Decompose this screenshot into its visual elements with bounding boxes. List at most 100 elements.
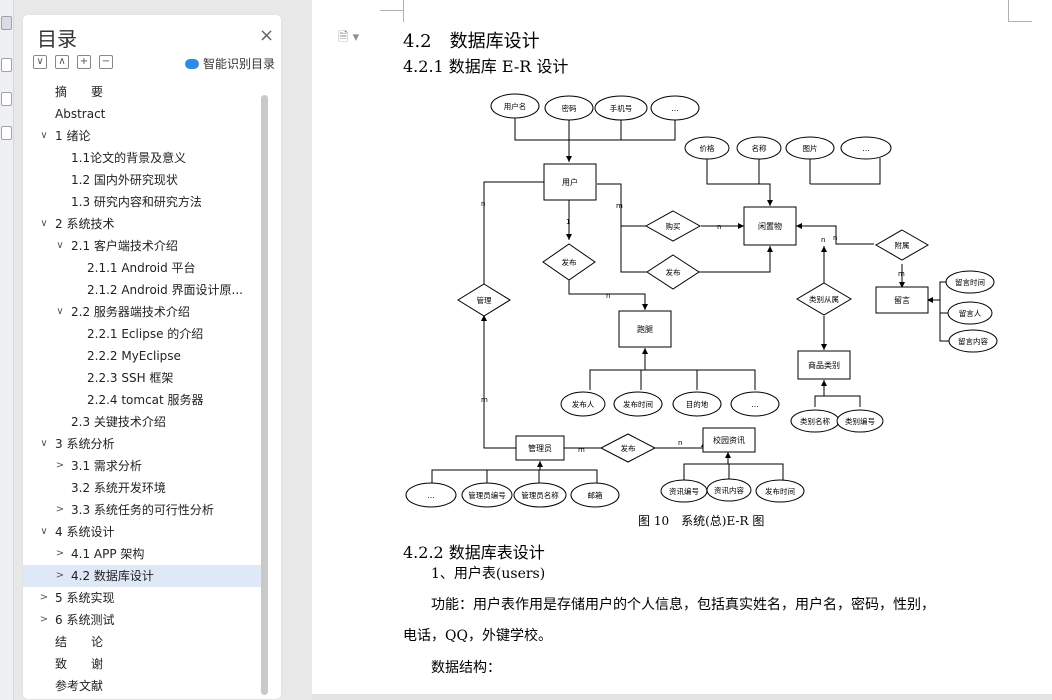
- toc-item[interactable]: 结 论: [23, 631, 263, 653]
- er-entity-item: [743, 206, 797, 246]
- paragraph-function-cont: 电话，QQ，外键学校。: [403, 628, 552, 644]
- toc-item[interactable]: ∨2.2 服务器端技术介绍: [23, 301, 263, 323]
- er-attr-message-content: [948, 329, 998, 353]
- chevron-down-icon[interactable]: ∨: [40, 130, 48, 141]
- crop-mark-right-h: [1008, 21, 1032, 22]
- chevron-right-icon[interactable]: >: [39, 592, 49, 603]
- toc-panel-icon[interactable]: [1, 16, 12, 30]
- er-attr-item-picture-label: 图片: [803, 143, 818, 153]
- er-connector: [706, 158, 771, 206]
- smart-toc-button[interactable]: 智能识别目录: [185, 55, 275, 72]
- toc-item-label: 4.1 APP 架构: [71, 547, 145, 561]
- toc-item-label: 2.1 客户端技术介绍: [71, 239, 178, 253]
- er-connector: [597, 183, 647, 227]
- figure-caption: 图 10 系统(总)E-R 图: [638, 514, 765, 528]
- er-rel-publish-errand-label: 发布: [562, 257, 577, 267]
- collapse-all-button[interactable]: ∧: [55, 55, 69, 69]
- toc-item[interactable]: 2.1.1 Android 平台: [23, 257, 263, 279]
- page-outline-icon[interactable]: 🗎 ▾: [338, 30, 360, 45]
- cardinality-label: m: [616, 202, 623, 210]
- toc-item-label: 2.2.3 SSH 框架: [87, 371, 174, 385]
- toc-item[interactable]: 1.3 研究内容和研究方法: [23, 191, 263, 213]
- er-connector: [569, 118, 622, 141]
- toc-item[interactable]: Abstract: [23, 103, 263, 125]
- toc-item-label: 1.1论文的背景及意义: [71, 151, 187, 165]
- toc-item[interactable]: ∨4 系统设计: [23, 521, 263, 543]
- toc-item[interactable]: >5 系统实现: [23, 587, 263, 609]
- bookmark-icon[interactable]: [1, 58, 12, 72]
- er-attr-item-name-label: 名称: [752, 143, 767, 153]
- cardinality-label: n: [481, 200, 485, 208]
- er-entity-admin-label: 管理员: [528, 443, 552, 453]
- er-rel-attach: [874, 229, 930, 261]
- toc-item[interactable]: >4.1 APP 架构: [23, 543, 263, 565]
- toc-item[interactable]: 1.2 国内外研究现状: [23, 169, 263, 191]
- toc-item[interactable]: ∨2 系统技术: [23, 213, 263, 235]
- add-heading-button[interactable]: +: [77, 55, 91, 69]
- toc-item-label: 4.2 数据库设计: [71, 569, 154, 583]
- toc-item[interactable]: 2.2.2 MyEclipse: [23, 345, 263, 367]
- chevron-down-icon[interactable]: ∨: [40, 526, 48, 537]
- toc-item[interactable]: 致 谢: [23, 653, 263, 675]
- toc-item[interactable]: 摘 要: [23, 81, 263, 103]
- toc-item-label: 3 系统分析: [55, 437, 115, 451]
- toc-item[interactable]: 2.2.4 tomcat 服务器: [23, 389, 263, 411]
- chevron-down-icon[interactable]: ∨: [40, 438, 48, 449]
- toc-item[interactable]: ∨ 1 绪论: [23, 125, 263, 147]
- er-rel-publish-item-label: 发布: [666, 267, 681, 277]
- er-attr-errand-destination-label: 目的地: [686, 399, 709, 409]
- er-attr-news-content-label: 资讯内容: [714, 485, 744, 495]
- toc-item[interactable]: 3.2 系统开发环境: [23, 477, 263, 499]
- toc-item[interactable]: ∨ 3 系统分析: [23, 433, 263, 455]
- er-attr-item-price-label: 价格: [700, 143, 715, 153]
- er-attr-admin-more-label: …: [427, 491, 435, 500]
- toc-item-label: 1 绪论: [55, 129, 91, 143]
- er-attr-admin-name: [513, 482, 567, 508]
- chevron-right-icon[interactable]: >: [39, 614, 49, 625]
- toc-item[interactable]: 1.1论文的背景及意义: [23, 147, 263, 169]
- chevron-right-icon[interactable]: >: [55, 548, 65, 559]
- toc-item[interactable]: >3.3 系统任务的可行性分析: [23, 499, 263, 521]
- chevron-right-icon[interactable]: >: [55, 460, 65, 471]
- toc-item[interactable]: ∨ 2.1 客户端技术介绍: [23, 235, 263, 257]
- toc-item[interactable]: 2.2.3 SSH 框架: [23, 367, 263, 389]
- toc-item[interactable]: 2.3 关键技术介绍: [23, 411, 263, 433]
- er-rel-category-belong-label: 类别从属: [809, 294, 839, 304]
- close-icon[interactable]: ×: [259, 25, 275, 46]
- toc-item[interactable]: 2.2.1 Eclipse 的介绍: [23, 323, 263, 345]
- er-attr-admin-email: [570, 482, 620, 508]
- crop-mark-left-v: [403, 0, 404, 22]
- toc-item[interactable]: 2.1.2 Android 界面设计原...: [23, 279, 263, 301]
- er-connector: [620, 226, 647, 273]
- horizontal-scrollbar[interactable]: [312, 694, 1052, 700]
- toc-item[interactable]: >4.2 数据库设计: [23, 565, 263, 587]
- er-attr-user-more: [650, 95, 700, 121]
- chevron-right-icon[interactable]: >: [55, 570, 65, 581]
- arrowhead: [537, 461, 543, 467]
- toc-item[interactable]: >6 系统测试: [23, 609, 263, 631]
- er-connector: [431, 469, 598, 484]
- chevron-right-icon[interactable]: >: [55, 504, 65, 515]
- er-attr-user-name: [490, 93, 540, 119]
- arrowhead: [642, 304, 648, 310]
- paragraph-function: 功能：用户表作用是存储用户的个人信息，包括真实姓名，用户名，密码，性别，: [431, 597, 935, 613]
- er-attr-user-phone-label: 手机号: [610, 103, 633, 113]
- toc-item-label: 3.1 需求分析: [71, 459, 142, 473]
- expand-all-button[interactable]: ∨: [33, 55, 47, 69]
- er-attr-errand-time: [613, 391, 663, 417]
- chevron-down-icon[interactable]: ∨: [40, 218, 48, 229]
- er-attr-message-content-label: 留言内容: [958, 336, 988, 346]
- er-rel-publish-news: [599, 433, 657, 463]
- chevron-down-icon[interactable]: ∨: [56, 240, 64, 251]
- er-attr-item-picture: [785, 136, 835, 160]
- er-entity-user-label: 用户: [562, 177, 578, 187]
- toc-item[interactable]: 参考文献: [23, 675, 263, 697]
- er-attr-user-name-label: 用户名: [504, 101, 527, 111]
- remove-heading-button[interactable]: −: [99, 55, 113, 69]
- search-icon[interactable]: [1, 126, 12, 140]
- toc-item[interactable]: >3.1 需求分析: [23, 455, 263, 477]
- chevron-down-icon[interactable]: ∨: [56, 306, 64, 317]
- toc-scrollbar[interactable]: [261, 95, 268, 695]
- toc-item-label: 2.3 关键技术介绍: [71, 415, 166, 429]
- comment-icon[interactable]: [1, 92, 12, 106]
